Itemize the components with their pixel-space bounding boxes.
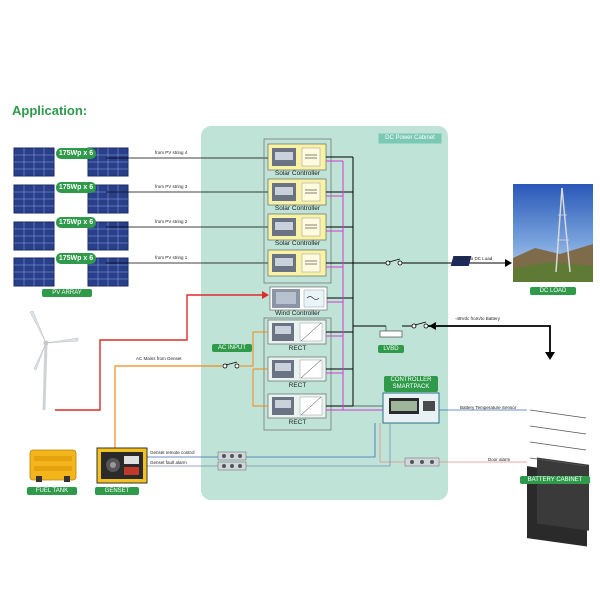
battery-arrow-down xyxy=(545,352,555,360)
fuel-tank-image xyxy=(29,449,77,482)
terminal-block-1 xyxy=(217,451,247,461)
ac-input-label: AC INPUT xyxy=(212,344,252,352)
page-title: Application: xyxy=(12,103,88,118)
pv-string-wires xyxy=(106,157,268,264)
solar-controller-label-1: Solar Controller xyxy=(274,170,321,177)
rectifier-2 xyxy=(267,356,327,382)
battery-temp-label: Battery Temperature Sensor xyxy=(460,405,517,410)
lvbd-contactor xyxy=(379,326,403,338)
pv-string-label-2: from PV string 2 xyxy=(155,219,188,224)
controller-label-line1: CONTROLLER xyxy=(390,377,432,383)
pv-rating-1: 175Wp x 6 xyxy=(56,148,96,159)
dc-bus-wiring xyxy=(326,156,551,411)
pv-rating-2: 175Wp x 6 xyxy=(56,182,96,193)
genset-fault-label: Genset fault alarm xyxy=(150,460,187,465)
solar-controller-3 xyxy=(267,213,327,241)
rect-label-3: RECT xyxy=(288,419,307,426)
solar-controller-1 xyxy=(267,143,327,171)
cabinet-title: DC Power Cabinet xyxy=(378,133,442,144)
controller-label-line2: SMARTPACK xyxy=(392,384,430,390)
dc-load-breaker xyxy=(385,258,403,266)
solar-controller-label-3: Solar Controller xyxy=(274,240,321,247)
battery-breaker xyxy=(411,321,429,329)
pv-string-label-1: from PV string 1 xyxy=(155,255,188,260)
controller-label: CONTROLLER SMARTPACK xyxy=(384,376,438,392)
solar-controller-shelf xyxy=(263,138,332,284)
fuel-tank-label: FUEL TANK xyxy=(27,487,77,495)
smartpack-controller xyxy=(382,392,440,424)
dc-load-image xyxy=(450,184,593,282)
dc-load-arrow xyxy=(505,259,512,267)
pv-rating-4: 175Wp x 6 xyxy=(56,253,96,264)
rectifier-1 xyxy=(267,319,327,345)
ac-input-breaker xyxy=(222,361,240,369)
ac-mains-label: AC Mains from Genset xyxy=(136,356,182,361)
wind-controller-label: Wind Controller xyxy=(275,310,320,317)
door-alarm-wire xyxy=(379,423,527,463)
rect-label-2: RECT xyxy=(288,382,307,389)
pv-string-label-4: from PV string 4 xyxy=(155,150,188,155)
solar-controller-label-2: Solar Controller xyxy=(274,205,321,212)
pv-panel-2 xyxy=(13,184,129,214)
terminal-block-3 xyxy=(404,457,440,467)
pv-panel-3 xyxy=(13,221,129,251)
battery-line-label: -48Vdc from/to Battery xyxy=(455,316,501,321)
solar-controller-4 xyxy=(267,249,327,277)
wind-controller xyxy=(269,286,328,311)
pv-panel-1 xyxy=(13,147,129,177)
pv-panel-4 xyxy=(13,257,129,287)
battery-cabinet-label: BATTERY CABINET xyxy=(520,476,590,484)
rectifier-shelf xyxy=(263,317,332,431)
ac-distribution-wire xyxy=(239,331,268,407)
wind-ac-wire xyxy=(55,294,262,411)
door-alarm-label: Door alarm xyxy=(488,457,511,462)
dc-load-label: DC LOAD xyxy=(530,287,576,295)
wind-turbine-image xyxy=(29,310,79,411)
rect-label-1: RECT xyxy=(288,345,307,352)
wind-ac-arrow xyxy=(262,291,269,299)
genset-remote-label: Genset remote control xyxy=(150,450,195,455)
rectifier-3 xyxy=(267,393,327,419)
genset-ac-wire xyxy=(114,365,222,448)
solar-controller-2 xyxy=(267,178,327,206)
lvbd-label: LVBD xyxy=(378,345,404,353)
pv-array-label: PV ARRAY xyxy=(42,289,92,297)
battery-cabinet-image xyxy=(527,409,589,547)
pv-string-label-3: from PV string 3 xyxy=(155,184,188,189)
battery-arrow-in xyxy=(429,322,436,330)
genset-label: GENSET xyxy=(95,487,139,495)
genset-image xyxy=(96,447,148,484)
terminal-block-2 xyxy=(217,461,247,471)
pv-rating-3: 175Wp x 6 xyxy=(56,217,96,228)
dc-load-line-label: -48Vdc to DC Load xyxy=(454,256,493,261)
